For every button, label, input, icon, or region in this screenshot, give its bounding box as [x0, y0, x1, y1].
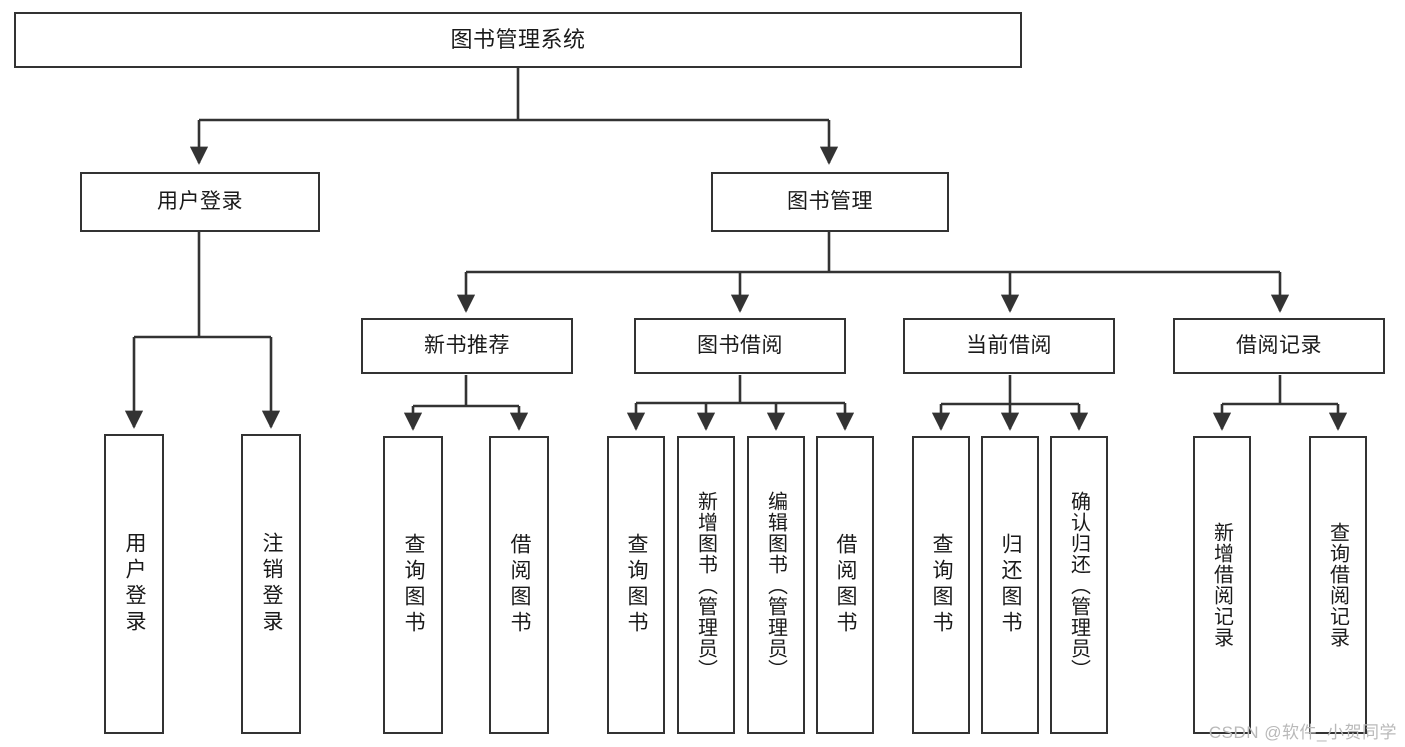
- node-leaf-edit-book-label: 编辑图书（管理员）: [764, 490, 787, 680]
- node-leaf-borrow-book-2[interactable]: 借阅图书: [816, 436, 874, 734]
- watermark-text: CSDN @软件_小贺同学: [1208, 723, 1397, 742]
- node-leaf-borrow-book-2-label: 借阅图书: [834, 533, 857, 637]
- node-leaf-query-book-2-label: 查询图书: [625, 533, 648, 637]
- node-leaf-return-book[interactable]: 归还图书: [981, 436, 1039, 734]
- node-current-borrow[interactable]: 当前借阅: [903, 318, 1115, 374]
- node-leaf-query-book-1-label: 查询图书: [402, 533, 425, 637]
- node-leaf-query-book-1[interactable]: 查询图书: [383, 436, 443, 734]
- node-borrow-record-label: 借阅记录: [1236, 334, 1322, 358]
- node-leaf-user-login-label: 用户登录: [123, 532, 146, 636]
- node-leaf-add-book[interactable]: 新增图书（管理员）: [677, 436, 735, 734]
- node-root-label: 图书管理系统: [450, 26, 586, 52]
- node-leaf-confirm-return[interactable]: 确认归还（管理员）: [1050, 436, 1108, 734]
- node-leaf-query-book-3-label: 查询图书: [930, 533, 953, 637]
- node-new-book-recommend[interactable]: 新书推荐: [361, 318, 573, 374]
- node-leaf-logout-label: 注销登录: [260, 532, 283, 636]
- node-current-borrow-label: 当前借阅: [966, 334, 1052, 358]
- node-leaf-return-book-label: 归还图书: [999, 533, 1022, 637]
- node-leaf-query-book-3[interactable]: 查询图书: [912, 436, 970, 734]
- node-user-login-label: 用户登录: [157, 190, 243, 214]
- node-new-book-recommend-label: 新书推荐: [424, 334, 510, 358]
- node-leaf-logout[interactable]: 注销登录: [241, 434, 301, 734]
- node-book-manage-label: 图书管理: [787, 190, 873, 214]
- node-book-borrow[interactable]: 图书借阅: [634, 318, 846, 374]
- node-leaf-add-record-label: 新增借阅记录: [1210, 522, 1233, 648]
- node-book-manage[interactable]: 图书管理: [711, 172, 949, 232]
- node-user-login[interactable]: 用户登录: [80, 172, 320, 232]
- node-leaf-add-record[interactable]: 新增借阅记录: [1193, 436, 1251, 734]
- node-leaf-borrow-book-1-label: 借阅图书: [508, 533, 531, 637]
- node-leaf-confirm-return-label: 确认归还（管理员）: [1067, 490, 1090, 680]
- node-leaf-user-login[interactable]: 用户登录: [104, 434, 164, 734]
- node-root[interactable]: 图书管理系统: [14, 12, 1022, 68]
- node-leaf-query-book-2[interactable]: 查询图书: [607, 436, 665, 734]
- node-leaf-query-record[interactable]: 查询借阅记录: [1309, 436, 1367, 734]
- node-borrow-record[interactable]: 借阅记录: [1173, 318, 1385, 374]
- node-leaf-query-record-label: 查询借阅记录: [1326, 522, 1349, 648]
- node-book-borrow-label: 图书借阅: [697, 334, 783, 358]
- node-leaf-add-book-label: 新增图书（管理员）: [694, 490, 717, 680]
- node-leaf-borrow-book-1[interactable]: 借阅图书: [489, 436, 549, 734]
- node-leaf-edit-book[interactable]: 编辑图书（管理员）: [747, 436, 805, 734]
